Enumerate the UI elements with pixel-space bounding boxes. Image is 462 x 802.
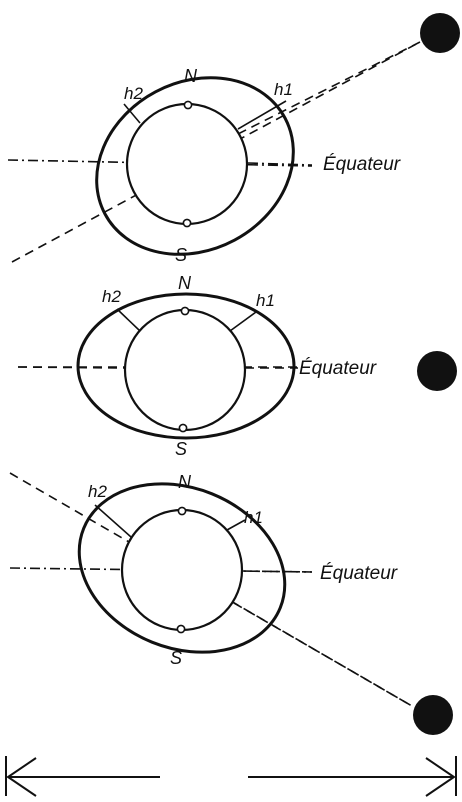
moon-middle <box>417 351 457 391</box>
h1-label-bottom: h1 <box>244 508 263 527</box>
south-label-bottom: S <box>170 648 182 668</box>
h1-tick-top <box>237 100 287 130</box>
diagram-middle: N S h2 h1 Équateur <box>17 273 457 459</box>
h2-tick-bottom <box>94 504 132 538</box>
south-label-middle: S <box>175 439 187 459</box>
equator-label-middle: Équateur <box>299 358 377 379</box>
north-label-middle: N <box>178 273 192 293</box>
moon-bottom <box>413 695 453 735</box>
south-pole-marker-middle <box>178 423 188 433</box>
equator-segment-left-middle <box>17 366 126 369</box>
h2-tick-top <box>123 103 141 124</box>
equator-segment-right-bottom <box>241 570 313 573</box>
north-pole-marker-middle <box>180 306 190 316</box>
diagram-bottom: N S h2 h1 Équateur <box>9 472 453 735</box>
diagram-top: N S h2 h1 Équateur <box>7 13 460 265</box>
tidal-bulge-top <box>95 76 295 256</box>
distance-arrow <box>5 756 457 797</box>
tidal-bulge-bottom <box>77 482 287 654</box>
north-pole-marker-bottom <box>177 506 187 516</box>
h2-tick-middle <box>116 308 141 332</box>
equator-label-bottom: Équateur <box>320 563 398 584</box>
earth-moon-segment-right-bottom <box>233 602 413 707</box>
earth-moon-segment-right-top <box>237 41 421 135</box>
earth-middle <box>123 308 247 432</box>
tidal-bulge-middle <box>76 292 296 440</box>
north-label-top: N <box>184 66 198 86</box>
moon-top <box>420 13 460 53</box>
h1-tick-bottom <box>226 519 246 531</box>
earth-bottom <box>120 508 244 632</box>
h2-label-middle: h2 <box>102 287 121 306</box>
h2-label-top: h2 <box>124 84 143 103</box>
south-label-top: S <box>175 245 187 265</box>
left-arrow-head <box>6 757 37 797</box>
earth-top <box>125 102 249 226</box>
h1-tick-middle <box>229 311 257 332</box>
h2-label-bottom: h2 <box>88 482 107 501</box>
south-pole-marker-bottom <box>176 624 186 634</box>
north-label-bottom: N <box>178 472 192 492</box>
south-pole-marker-top <box>182 218 192 228</box>
h1-label-middle: h1 <box>256 291 275 310</box>
equator-label-top: Équateur <box>323 154 401 175</box>
right-arrow-head <box>425 757 456 797</box>
north-pole-marker-top <box>183 100 193 110</box>
h1-label-top: h1 <box>274 80 293 99</box>
